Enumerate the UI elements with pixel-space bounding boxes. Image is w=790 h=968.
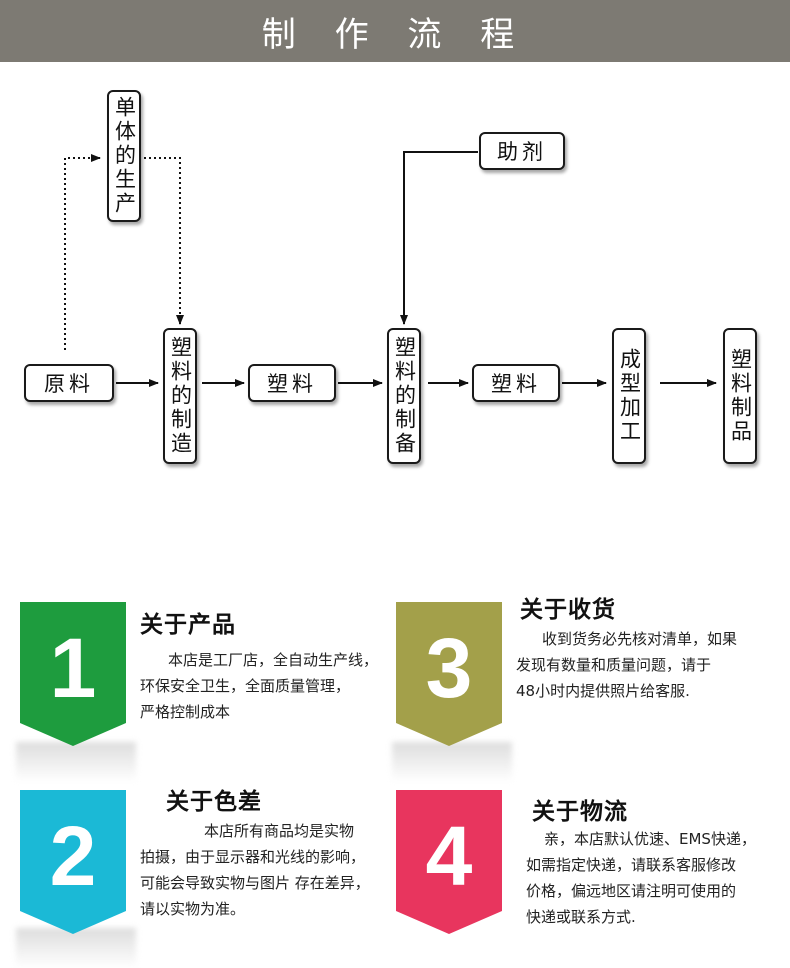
card-2-shadow [16, 928, 136, 968]
card-2-title: 关于色差 [166, 789, 262, 815]
card-3-title: 关于收货 [520, 597, 616, 623]
node-monomer: 单体的生产 [107, 90, 141, 222]
card-1-title: 关于产品 [140, 612, 236, 638]
node-plastic-product: 塑料制品 [723, 328, 757, 464]
flow-connectors [64, 151, 717, 387]
card-4-number: 4 [396, 790, 502, 934]
arrow-raw-to-monomer [64, 154, 101, 350]
node-resin-manufacture: 塑料的制造 [163, 328, 197, 464]
card-2-number: 2 [20, 790, 126, 934]
node-forming: 成型加工 [612, 328, 646, 464]
card-4-body: 亲，本店默认优速、EMS快递， 如需指定快递，请联系客服修改 价格，偏远地区请注… [526, 830, 756, 926]
card-1-shadow [16, 742, 136, 782]
node-raw-material: 原料 [24, 364, 114, 402]
card-3-body: 收到货务必先核对清单，如果 发现有数量和质量问题，请于 48小时内提供照片给客服… [516, 630, 738, 700]
node-plastic-preparation: 塑料的制备 [387, 328, 421, 464]
card-2-body: 本店所有商品均是实物 拍摄，由于显示器和光线的影响， 可能会导致实物与图片 存在… [140, 822, 370, 918]
arrow-additive-to-prep [400, 151, 478, 325]
card-4-title: 关于物流 [532, 799, 628, 825]
node-additive: 助剂 [479, 132, 565, 170]
card-3-shadow [392, 742, 512, 782]
card-1-body: 本店是工厂店，全自动生产线， 环保安全卫生，全面质量管理， 严格控制成本 [140, 651, 379, 721]
card-1-number: 1 [20, 602, 126, 746]
node-plastic-1: 塑料 [248, 364, 336, 402]
card-3-number: 3 [396, 602, 502, 746]
arrow-monomer-to-resin [144, 157, 184, 325]
node-plastic-2: 塑料 [472, 364, 560, 402]
process-flow-diagram: 单体的生产 助剂 原料 塑料的制造 塑料 塑料的制备 塑料 成型加工 塑料制品 [0, 62, 790, 562]
page-title: 制 作 流 程 [0, 0, 790, 62]
